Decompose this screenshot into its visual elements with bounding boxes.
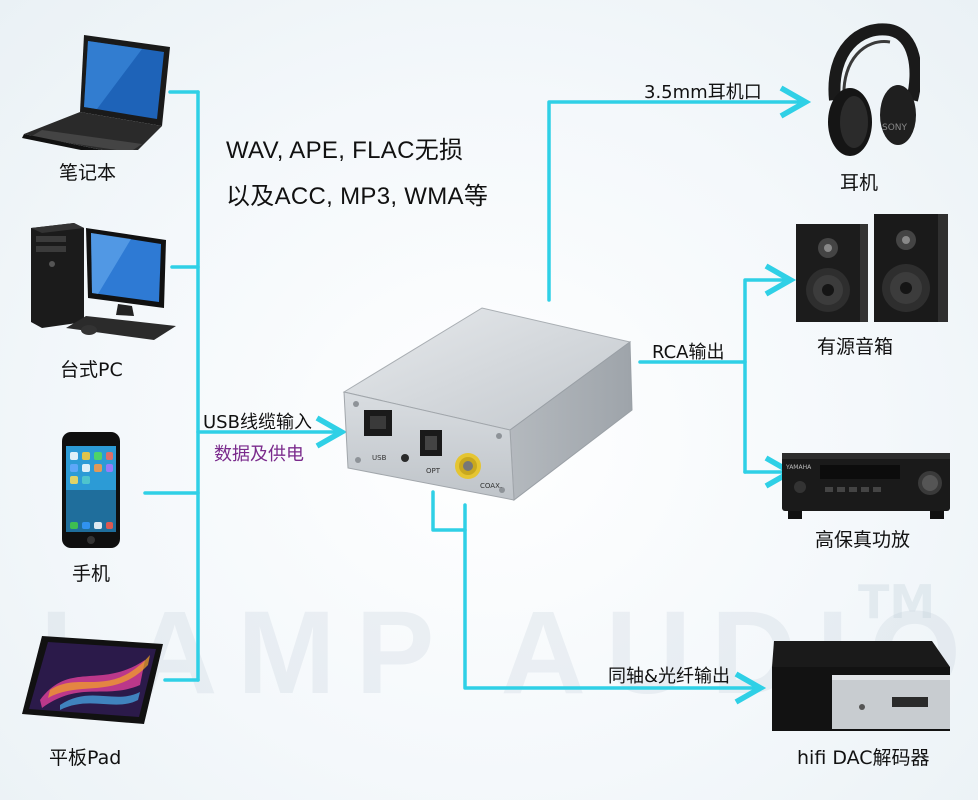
port-label-coax: COAX. [480, 482, 502, 490]
target-label-speakers: 有源音箱 [817, 336, 894, 358]
port-label-usb: USB [372, 454, 387, 462]
speakers-icon [796, 214, 948, 322]
headphones-icon: SONY [828, 23, 920, 156]
tablet-icon [22, 636, 163, 724]
headphone-port-label: 3.5mm耳机口 [644, 82, 762, 103]
desktop-pc-icon [31, 223, 176, 340]
rca-output-label: RCA输出 [652, 342, 725, 363]
target-label-amplifier: 高保真功放 [815, 529, 911, 551]
formats-line-2: 以及ACC, MP3, WMA等 [226, 183, 489, 210]
source-label-tablet: 平板Pad [49, 747, 122, 769]
usb-input-label: USB线缆输入 [203, 412, 312, 433]
usb-input-sublabel: 数据及供电 [214, 444, 304, 465]
target-label-headphones: 耳机 [840, 172, 879, 194]
source-label-laptop: 笔记本 [59, 162, 117, 184]
coax-output-line [463, 503, 767, 705]
source-label-phone: 手机 [72, 563, 111, 585]
source-label-pc: 台式PC [60, 359, 123, 381]
headphone-output-line [547, 85, 812, 302]
amp-brand-text: YAMAHA [785, 464, 812, 471]
formats-line-1: WAV, APE, FLAC无损 [226, 137, 464, 164]
phone-icon [62, 432, 120, 548]
opt-stub-line [431, 490, 467, 532]
headphone-brand-text: SONY [882, 123, 908, 133]
dac-icon [772, 641, 950, 731]
watermark-tm: TM [858, 575, 936, 629]
port-label-opt: OPT [426, 467, 441, 475]
rca-trunk-line [743, 263, 797, 474]
coax-optical-label: 同轴&光纤输出 [608, 666, 731, 687]
laptop-icon [22, 35, 170, 150]
target-label-dac: hifi DAC解码器 [797, 747, 930, 769]
amplifier-icon: YAMAHA [782, 453, 950, 519]
usb-dac-box: USB OPT COAX. [342, 307, 633, 501]
